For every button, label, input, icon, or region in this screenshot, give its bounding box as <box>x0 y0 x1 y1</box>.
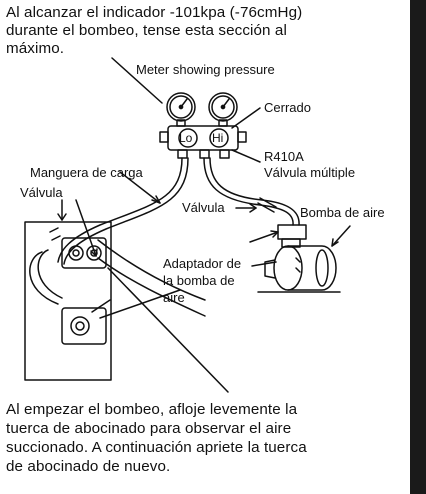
instruction-line-1: Al alcanzar el indicador -101kpa (-76cmH… <box>6 4 303 21</box>
label-hi: Hi <box>212 131 224 145</box>
label-meter: Meter showing pressure <box>136 62 275 77</box>
instruction-line-2: durante el bombeo, tense esta sección al <box>6 22 287 39</box>
vacuum-pump <box>257 224 341 293</box>
label-manifold-valve: Válvula múltiple <box>264 165 356 180</box>
label-r410a: R410A <box>264 149 304 164</box>
manifold-valve-body <box>159 125 247 159</box>
bottom-text-line-4: de abocinado de nuevo. <box>6 458 171 475</box>
label-valve-mid: Válvula <box>182 200 225 215</box>
bottom-text-line-1: Al empezar el bombeo, afloje levemente l… <box>6 401 298 418</box>
page-edge-bar <box>410 0 426 494</box>
leader-line-bottom <box>107 267 229 393</box>
leader-line-hose <box>119 171 161 204</box>
outdoor-unit-panel <box>24 221 112 381</box>
leader-line-top <box>111 57 163 104</box>
label-adapter-line-2: la bomba de <box>163 273 235 288</box>
pressure-gauges <box>166 92 238 127</box>
leader-line-r410a <box>231 149 261 163</box>
bottom-text-line-3: succionado. A continuación apriete la tu… <box>6 439 307 456</box>
label-lo: Lo <box>179 131 193 145</box>
leader-line-closed <box>231 107 261 129</box>
label-charge-hose: Manguera de carga <box>30 165 143 180</box>
charge-hose-inner <box>63 157 189 265</box>
pump-hose-inner <box>209 157 300 226</box>
instruction-line-3: máximo. <box>6 40 65 57</box>
label-adapter-line-1: Adaptador de <box>163 256 242 271</box>
label-adapter-line-3: aire <box>163 290 185 305</box>
label-valve-left: Válvula <box>20 185 63 200</box>
charge-hose-outer <box>57 157 183 263</box>
pump-hose-outer <box>203 157 294 226</box>
label-air-pump: Bomba de aire <box>300 205 385 220</box>
label-closed: Cerrado <box>264 100 311 115</box>
bottom-text-line-2: tuerca de abocinado para observar el air… <box>6 420 292 437</box>
